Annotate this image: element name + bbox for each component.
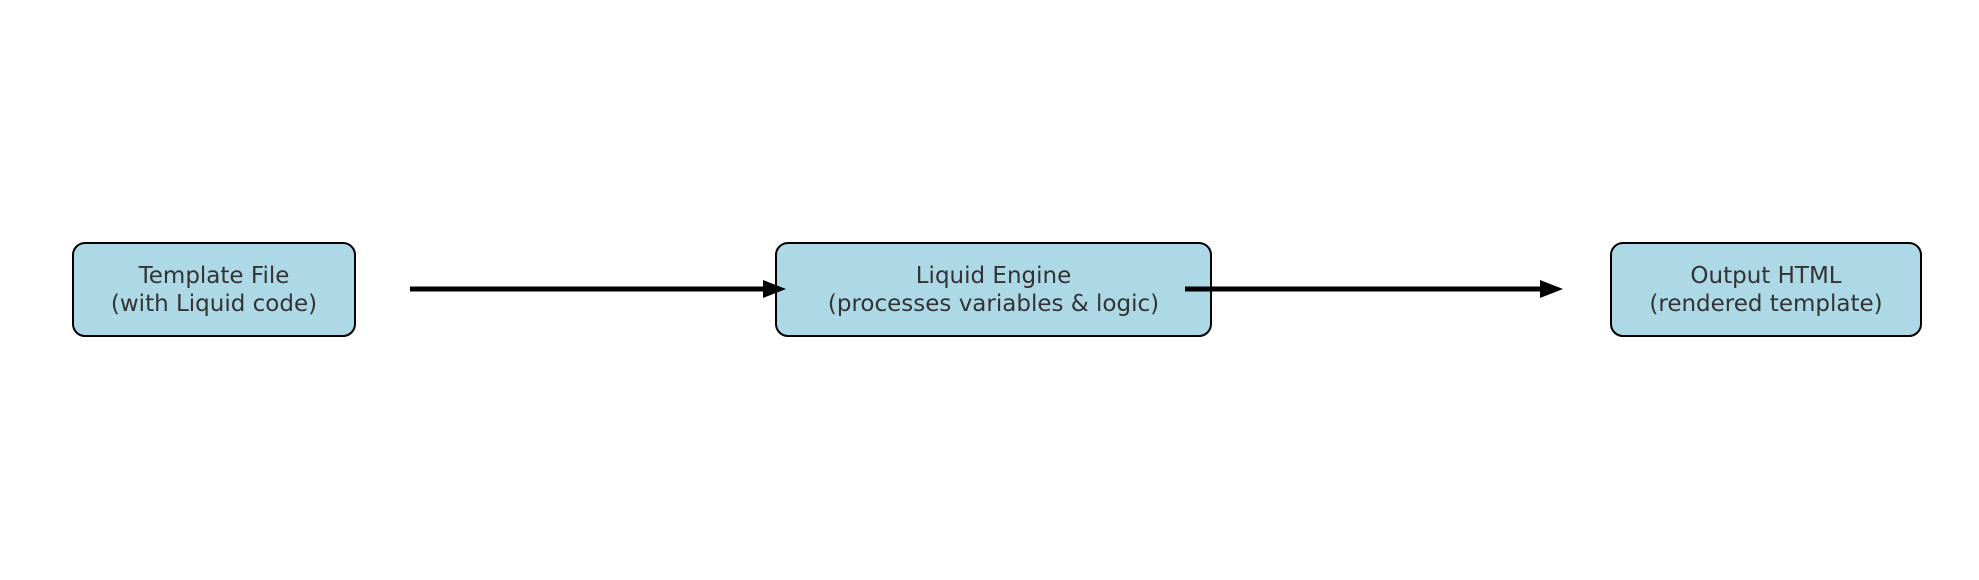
node-template-file-title: Template File (138, 262, 290, 289)
node-template-file-subtitle: (with Liquid code) (110, 290, 318, 317)
arrow-engine-to-output-icon (1185, 280, 1563, 298)
node-output-html-subtitle: (rendered template) (1649, 290, 1883, 317)
node-liquid-engine-subtitle: (processes variables & logic) (827, 290, 1160, 317)
arrow-template-to-engine-icon (410, 280, 786, 298)
node-liquid-engine: Liquid Engine (processes variables & log… (775, 242, 1212, 337)
node-output-html: Output HTML (rendered template) (1610, 242, 1922, 337)
node-template-file: Template File (with Liquid code) (72, 242, 356, 337)
node-liquid-engine-title: Liquid Engine (915, 262, 1072, 289)
node-output-html-title: Output HTML (1690, 262, 1842, 289)
